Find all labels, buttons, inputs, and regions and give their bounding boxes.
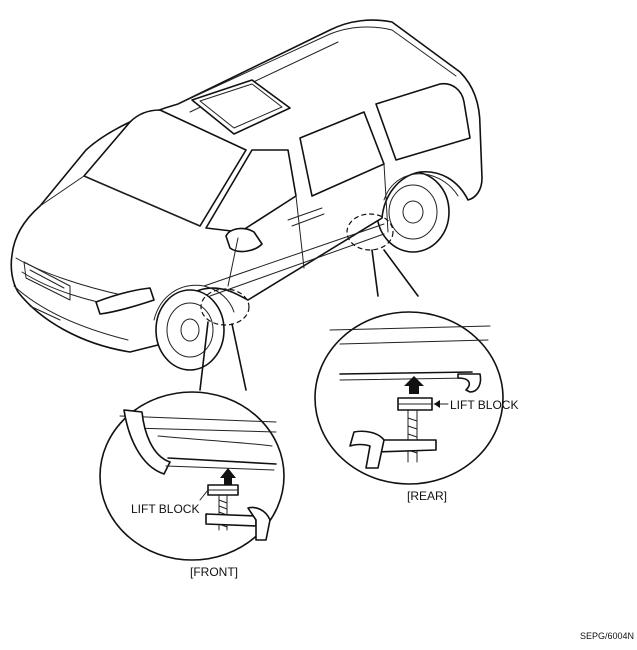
sunroof [191, 79, 291, 135]
front-lift-block-label: LIFT BLOCK [131, 502, 199, 516]
rear-quarter-window [375, 82, 471, 161]
rear-lift-point-marker [346, 213, 394, 251]
figure-code: SEPG/6004N [580, 631, 634, 641]
front-lift-point-marker [200, 288, 250, 326]
front-wheel [155, 289, 225, 371]
rear-detail-view [314, 311, 504, 485]
front-caption: [FRONT] [190, 565, 238, 579]
rear-lift-block-label: LIFT BLOCK [450, 398, 518, 412]
minivan-illustration [10, 19, 483, 371]
side-mirror [225, 227, 263, 253]
rear-leader-lines [371, 249, 419, 297]
windshield [83, 109, 247, 227]
front-leader-lines [199, 321, 247, 391]
front-detail-view [99, 391, 285, 561]
headlight [95, 287, 155, 315]
rear-caption: [REAR] [407, 489, 447, 503]
